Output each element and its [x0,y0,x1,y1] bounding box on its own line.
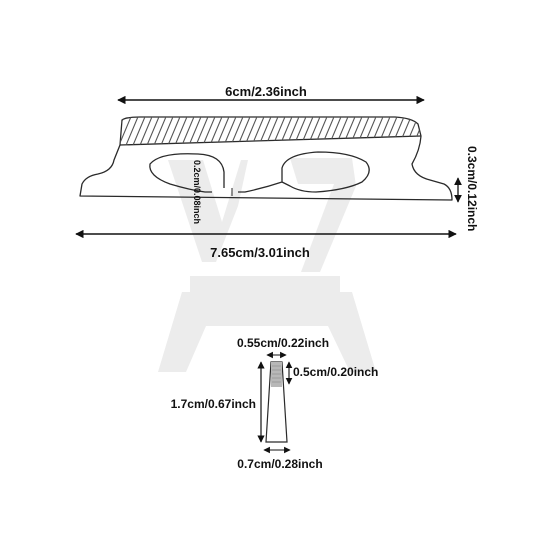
hatch-stroke [144,117,162,145]
hatch-stroke [347,117,365,145]
hatch-stroke [235,117,253,145]
hatch-stroke [207,117,225,145]
hatch-stroke [151,117,169,145]
leg-gap-label: 0.2cm/0.08inch [192,160,202,224]
bridge-outline [79,116,453,201]
hatch-stroke [305,117,323,145]
insert-top-width-label: 0.55cm/0.22inch [237,336,329,350]
hatch-stroke [340,117,358,145]
hatch-stroke [214,117,232,145]
hatch-stroke [375,117,393,145]
hatch-stroke [158,117,176,145]
hatch-stroke [403,117,421,145]
hatch-stroke [439,112,455,150]
hatch-stroke [256,117,274,145]
hatch-stroke [130,117,148,145]
hatch-stroke [193,117,211,145]
hatch-stroke [165,117,183,145]
hatch-stroke [298,117,316,145]
hatch-stroke [382,117,400,145]
hatch-stroke [291,117,309,145]
insert-piece [265,361,288,443]
hatch-stroke [432,112,448,150]
hatch-stroke [249,117,267,145]
hatch-stroke [410,117,421,145]
hatch-stroke [319,117,337,145]
right-height-label: 0.3cm/0.12inch [465,146,479,231]
hatch-stroke [354,117,372,145]
top-width-label: 6cm/2.36inch [225,84,307,99]
insert-bottom-width-label: 0.7cm/0.28inch [237,457,322,471]
hatch-stroke [242,117,260,145]
hatch-stroke [186,117,204,145]
hatch-stroke [333,117,351,145]
insert-top-height-label: 0.5cm/0.20inch [293,365,378,379]
bottom-width-label: 7.65cm/3.01inch [210,245,310,260]
hatch-stroke [368,117,386,145]
hatch-stroke [200,117,218,145]
hatch-stroke [228,117,246,145]
hatch-stroke [277,117,295,145]
hatch-stroke [179,117,197,145]
hatch-stroke [263,117,281,145]
watermark-logo [158,158,376,372]
hatch-stroke [284,117,302,145]
hatch-stroke [221,117,239,145]
hatch-stroke [120,117,134,145]
insert-height-label: 1.7cm/0.67inch [171,397,256,411]
hatch-stroke [425,112,441,150]
hatch-stroke [312,117,330,145]
hatch-stroke [137,117,155,145]
hatch-stroke [123,117,141,145]
hatch-stroke [361,117,379,145]
hatch-stroke [326,117,344,145]
hatch-stroke [270,117,288,145]
hatch-stroke [172,117,190,145]
